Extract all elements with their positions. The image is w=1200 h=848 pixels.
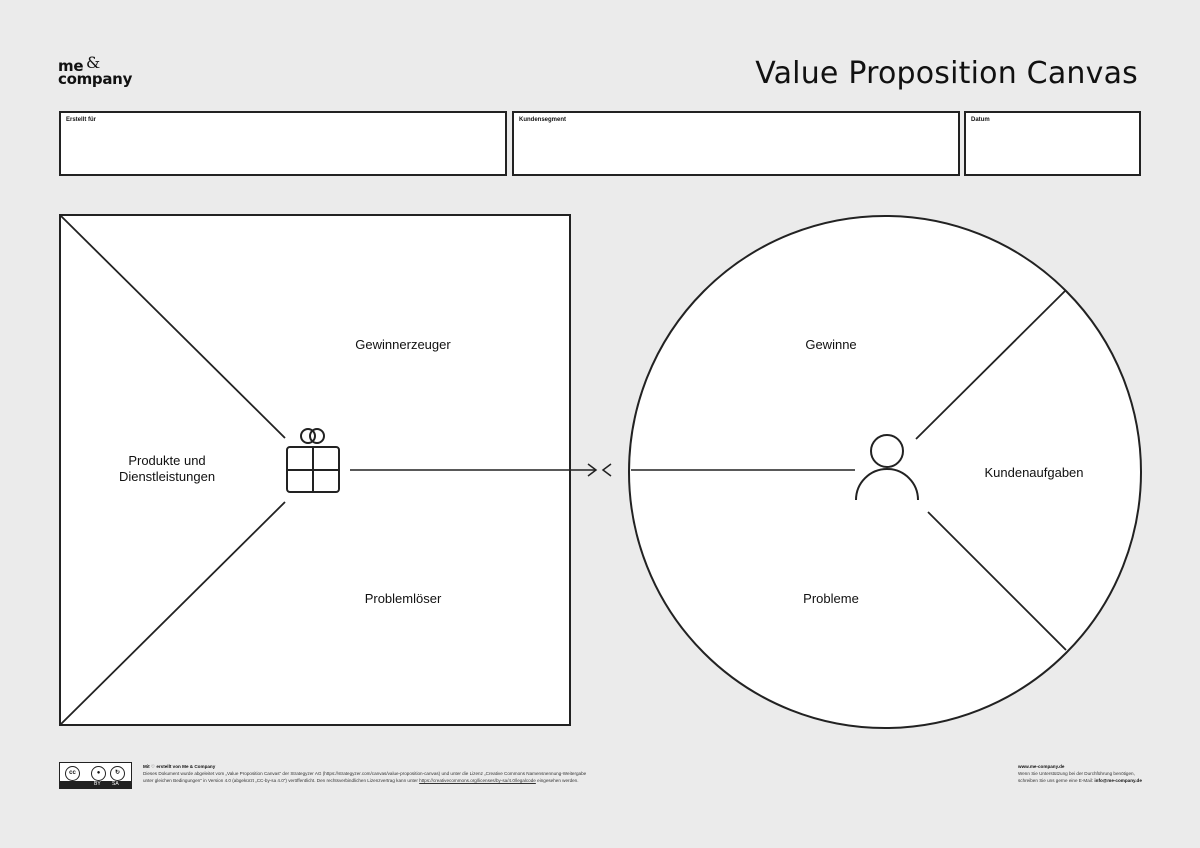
license-line-2: unter gleichen Bedingungen" in Version 4… <box>143 777 586 784</box>
credit-suffix: erstellt von Me & Company <box>156 764 216 769</box>
website-link[interactable]: www.me-company.de <box>1018 764 1065 769</box>
license-line-1: Dieses Dokument wurde abgeleitet vom „Va… <box>143 771 587 776</box>
contact-notice: www.me-company.de Wenn Sie Unterstützung… <box>1018 763 1142 784</box>
logo-line1: me <box>58 57 84 75</box>
help-line-1: Wenn Sie Unterstützung bei der Durchführ… <box>1018 771 1135 776</box>
gift-icon <box>286 428 340 493</box>
license-link[interactable]: https://creativecommons.org/licenses/by-… <box>419 778 536 783</box>
help-line-2: schreiben Sie uns gerne eine E-Mail: <box>1018 778 1094 783</box>
customer-profile-circle <box>628 215 1142 729</box>
cc-icon: cc <box>65 766 80 781</box>
page-title: Value Proposition Canvas <box>755 56 1138 91</box>
arrow-left-icon <box>601 463 612 477</box>
me-company-logo: me & company <box>58 55 133 88</box>
credit-line: Mit ♡ erstellt von Me & Company <box>143 763 586 770</box>
pain-relievers-label: Problemlöser <box>364 591 442 606</box>
pains-label: Probleme <box>803 591 859 606</box>
date-field[interactable]: Datum <box>964 111 1141 176</box>
value-map-divider-bottom <box>60 501 286 725</box>
created-for-field[interactable]: Erstellt für <box>59 111 507 176</box>
credit-prefix: Mit <box>143 764 150 769</box>
heart-icon: ♡ <box>150 764 156 769</box>
products-label-line1: Produkte und <box>128 453 206 468</box>
products-label-line2: Dienstleistungen <box>118 469 216 484</box>
license-line-2a: unter gleichen Bedingungen" in Version 4… <box>143 778 418 783</box>
date-label: Datum <box>971 117 990 123</box>
cc-badge-bar: BY SA <box>60 781 131 788</box>
license-notice: Mit ♡ erstellt von Me & Company Dieses D… <box>143 763 586 784</box>
value-map-divider-top <box>60 215 286 439</box>
logo-line2: company <box>58 70 133 88</box>
customer-jobs-label: Kundenaufgaben <box>984 465 1084 480</box>
share-alike-icon: ↻ <box>110 766 125 781</box>
customer-profile-divider-top <box>915 289 1067 440</box>
cc-by-label: BY <box>94 781 101 787</box>
created-for-label: Erstellt für <box>66 117 97 123</box>
email-link[interactable]: info@me-company.de <box>1094 778 1142 783</box>
person-icon <box>855 434 919 501</box>
products-services-label: Produkte und Dienstleistungen <box>119 453 215 485</box>
logo-ampersand: & <box>86 53 100 72</box>
gains-label: Gewinne <box>805 337 857 352</box>
customer-segment-field[interactable]: Kundensegment <box>512 111 960 176</box>
cc-sa-label: SA <box>112 781 119 787</box>
gain-creators-label: Gewinnerzeuger <box>355 337 451 352</box>
license-line-2b: eingesehen werden. <box>537 778 579 783</box>
arrow-right-icon <box>587 463 598 477</box>
cc-license-badge[interactable]: cc ● ↻ BY SA <box>59 762 132 789</box>
customer-segment-label: Kundensegment <box>519 117 567 123</box>
customer-profile-divider-bottom <box>927 511 1067 651</box>
attribution-icon: ● <box>91 766 106 781</box>
